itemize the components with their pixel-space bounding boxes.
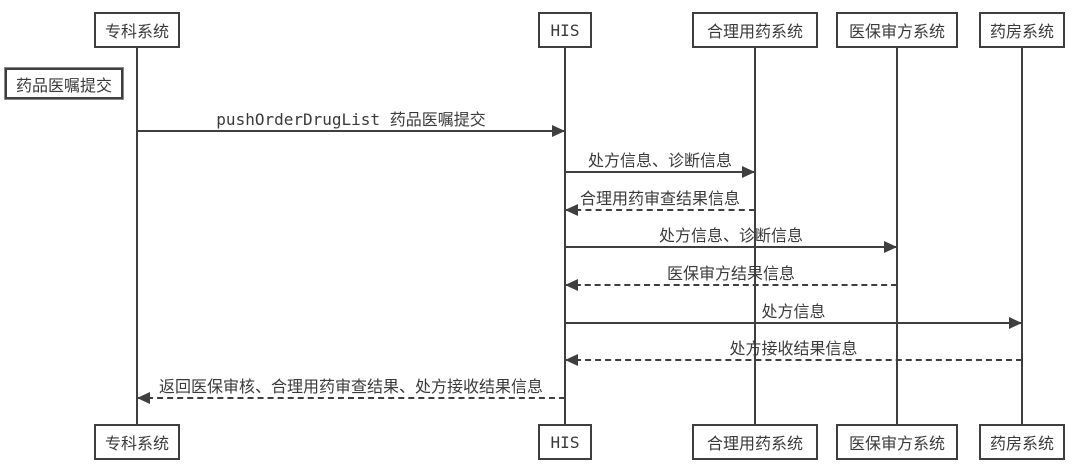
actor-top-box-insurance-review-system: 医保审方系统	[836, 12, 958, 48]
message-label-5: 医保审方结果信息	[666, 264, 795, 283]
arrowhead-icon	[565, 204, 578, 216]
message-line-7	[565, 359, 1022, 361]
message-label-6: 处方信息	[761, 302, 826, 321]
actor-bottom-box-pharmacy-system: 药房系统	[979, 424, 1065, 460]
fragment-label: 药品医嘱提交	[15, 75, 112, 95]
lifeline-his	[564, 48, 566, 424]
lifeline-rational-drug-system	[754, 48, 756, 424]
message-line-2	[565, 171, 755, 173]
actor-label: 药房系统	[989, 22, 1054, 41]
message-line-6	[565, 322, 1022, 324]
message-label-7: 处方接收结果信息	[729, 339, 858, 358]
lifeline-pharmacy-system	[1021, 48, 1023, 424]
message-line-1	[137, 130, 565, 132]
arrowhead-icon	[552, 125, 565, 137]
actor-label: 专科系统	[104, 22, 169, 41]
message-label-4: 处方信息、诊断信息	[658, 226, 803, 245]
message-label-8: 返回医保审核、合理用药审查结果、处方接收结果信息	[158, 377, 543, 396]
message-line-3	[565, 209, 755, 211]
actor-bottom-box-insurance-review-system: 医保审方系统	[836, 424, 958, 460]
actor-label: HIS	[550, 432, 580, 452]
actor-label: 合理用药系统	[706, 434, 803, 453]
message-label-1: pushOrderDrugList 药品医嘱提交	[216, 110, 486, 129]
actor-top-box-pharmacy-system: 药房系统	[979, 12, 1065, 48]
actor-top-box-specialty-system: 专科系统	[94, 12, 180, 48]
arrowhead-icon	[1009, 317, 1022, 329]
arrowhead-icon	[565, 354, 578, 366]
actor-bottom-box-rational-drug-system: 合理用药系统	[692, 424, 818, 460]
arrowhead-icon	[742, 166, 755, 178]
actor-label: 医保审方系统	[848, 434, 945, 453]
actor-label: 专科系统	[104, 434, 169, 453]
arrowhead-icon	[137, 392, 150, 404]
fragment-label-box: 药品医嘱提交	[4, 67, 124, 100]
lifeline-insurance-review-system	[896, 48, 898, 424]
actor-label: HIS	[550, 20, 580, 40]
actor-bottom-box-specialty-system: 专科系统	[94, 424, 180, 460]
arrowhead-icon	[565, 279, 578, 291]
actor-label: 医保审方系统	[848, 22, 945, 41]
message-label-2: 处方信息、诊断信息	[587, 151, 732, 170]
actor-label: 合理用药系统	[706, 22, 803, 41]
actor-top-box-his: HIS	[538, 12, 592, 48]
actor-label: 药房系统	[989, 434, 1054, 453]
actor-top-box-rational-drug-system: 合理用药系统	[692, 12, 818, 48]
message-line-4	[565, 246, 897, 248]
message-line-5	[565, 284, 897, 286]
lifeline-specialty-system	[136, 48, 138, 424]
arrowhead-icon	[884, 241, 897, 253]
message-line-8	[137, 397, 565, 399]
actor-bottom-box-his: HIS	[538, 424, 592, 460]
message-label-3: 合理用药审查结果信息	[579, 189, 740, 208]
